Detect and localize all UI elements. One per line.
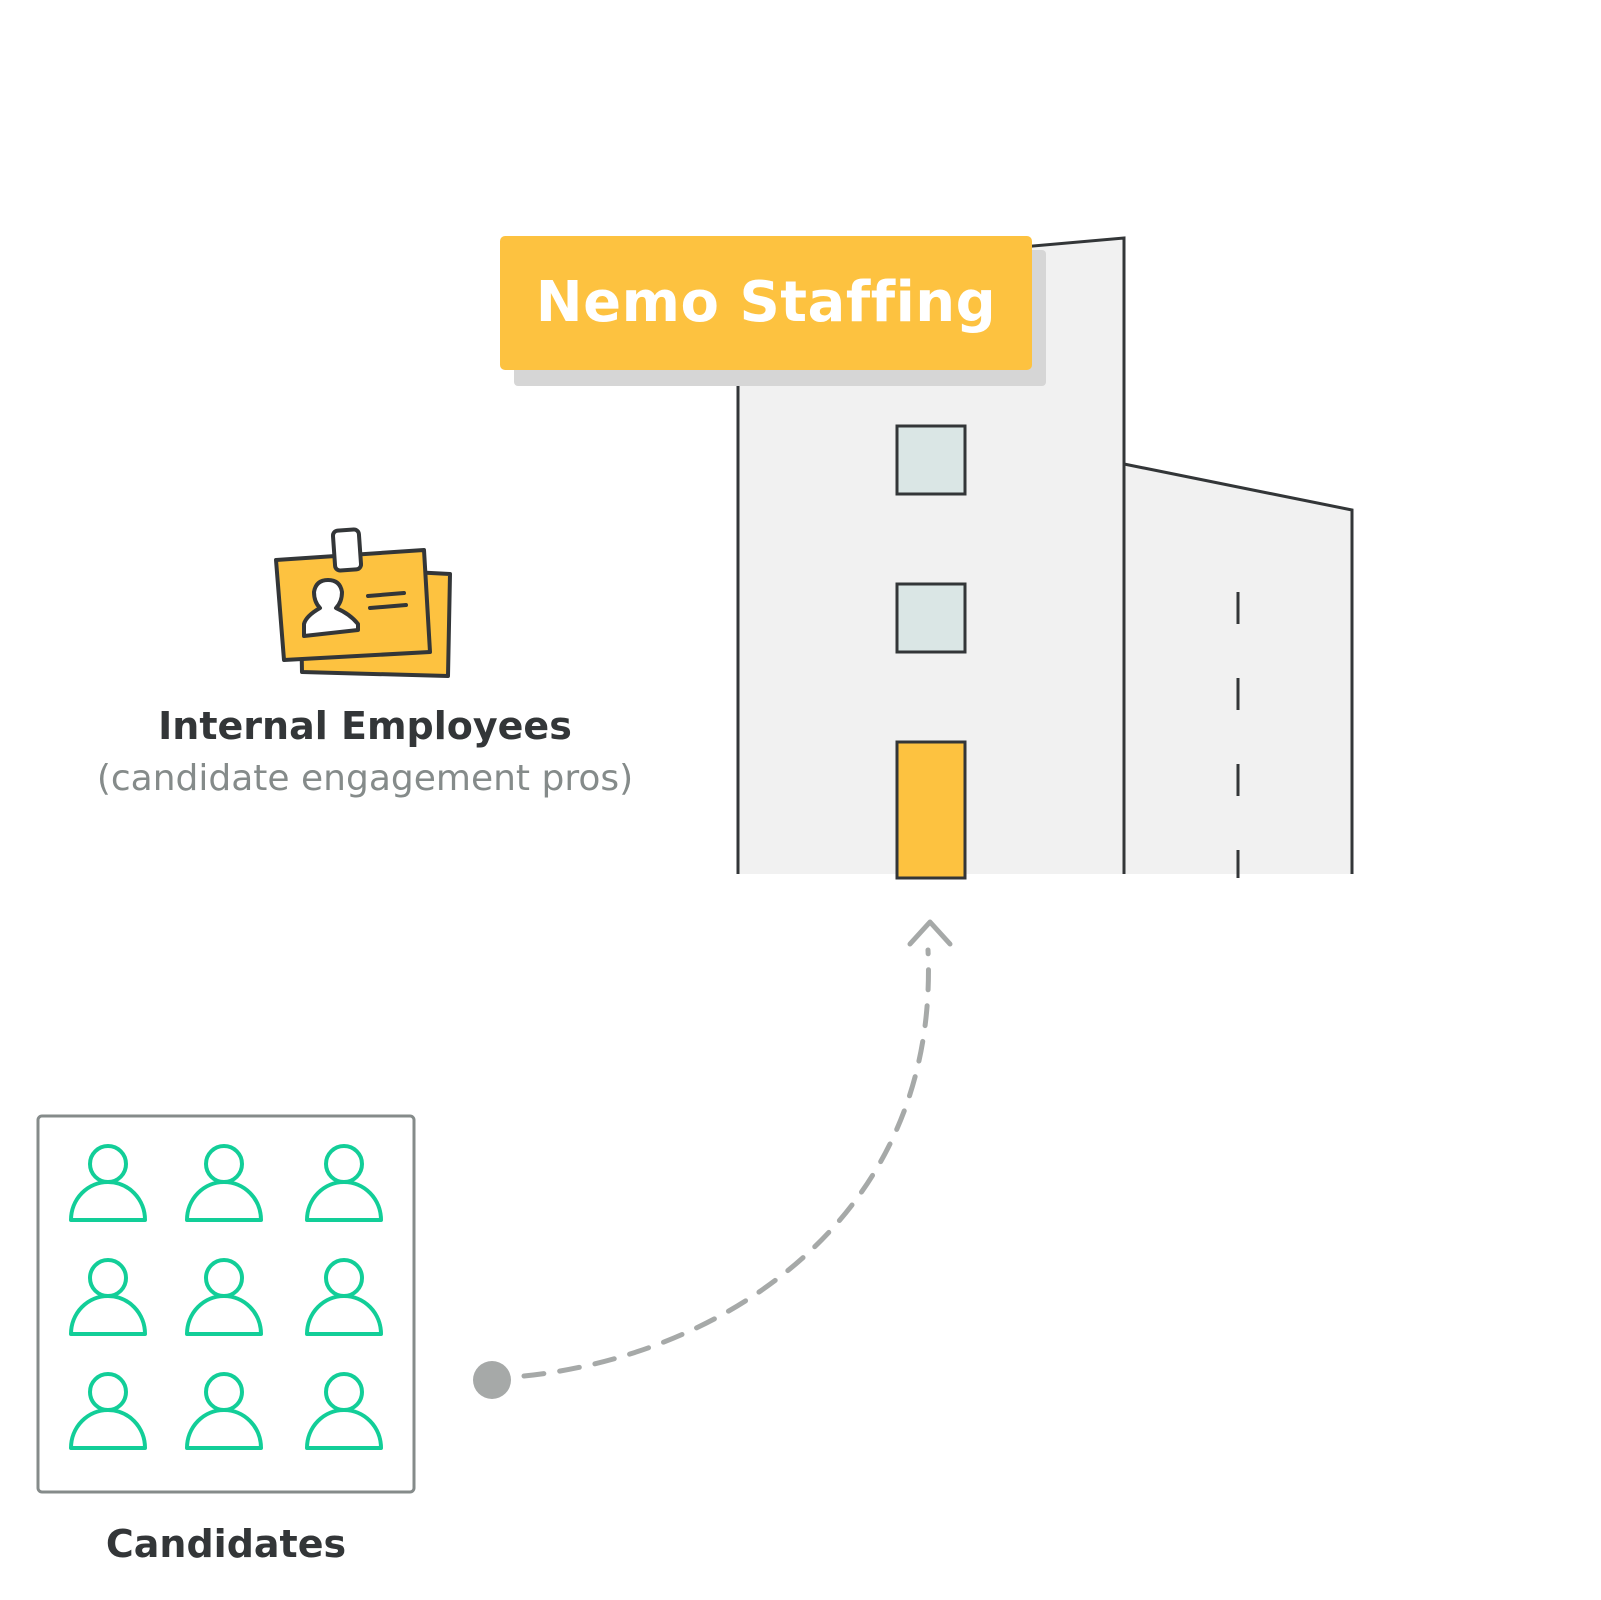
candidate-person-icon: [185, 1372, 263, 1450]
company-name: Nemo Staffing: [535, 269, 997, 335]
candidate-person-icon: [69, 1258, 147, 1336]
connector-start-dot: [473, 1361, 511, 1399]
building-window: [895, 424, 967, 496]
candidate-person-icon: [185, 1144, 263, 1222]
candidate-person-icon: [185, 1258, 263, 1336]
building-side-wing: [1122, 462, 1354, 882]
flow-connector: [473, 919, 953, 1399]
company-sign: [500, 236, 1032, 370]
candidate-person-icon: [305, 1144, 383, 1222]
candidate-grid: [69, 1144, 383, 1450]
candidates-box: [36, 1114, 416, 1494]
office-building: [500, 236, 1365, 884]
building-door: [895, 740, 967, 880]
candidate-person-icon: [69, 1144, 147, 1222]
arrow-up-icon: [907, 919, 953, 947]
id-badge-icon: [274, 527, 452, 678]
candidate-person-icon: [305, 1258, 383, 1336]
employees-subtitle: (candidate engagement pros): [96, 758, 634, 799]
building-window: [895, 582, 967, 654]
connector-dashed-path: [521, 947, 931, 1379]
candidate-person-icon: [69, 1372, 147, 1450]
candidate-person-icon: [305, 1372, 383, 1450]
employees-title: Internal Employees: [158, 704, 572, 748]
candidates-title: Candidates: [105, 1522, 347, 1566]
badge-person-icon: [302, 578, 360, 638]
